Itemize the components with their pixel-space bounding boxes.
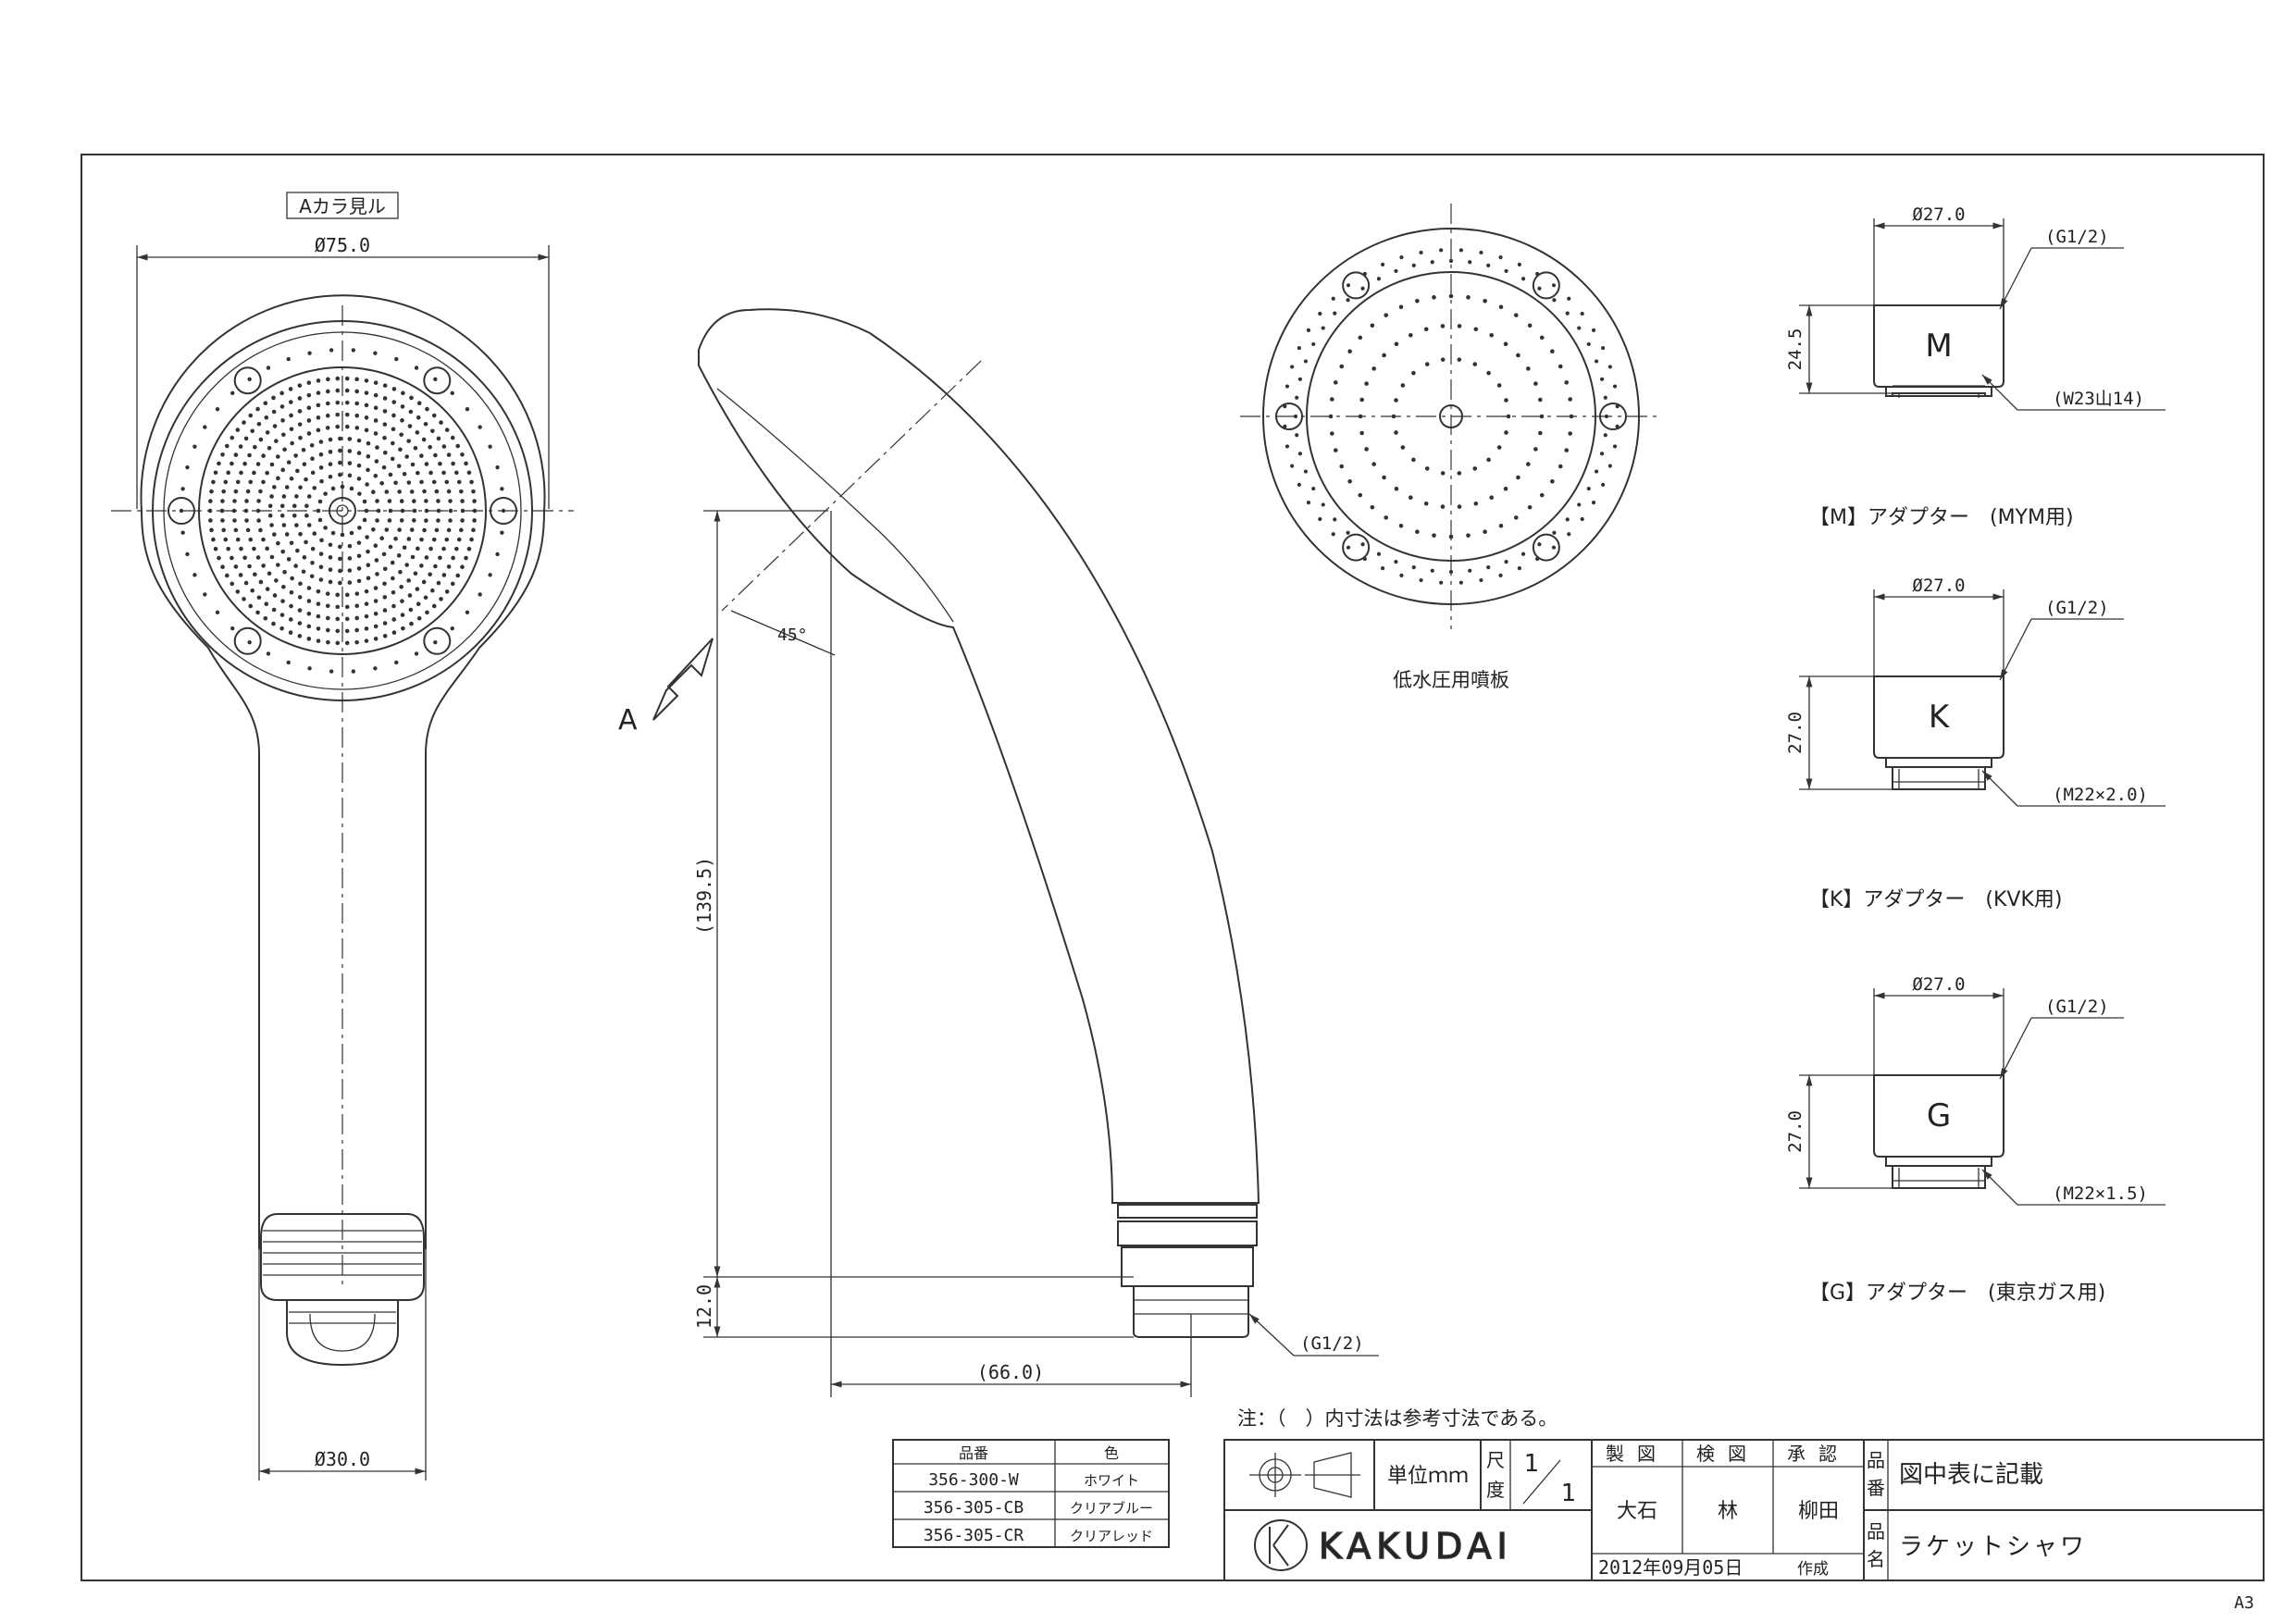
parts-table: 品番 色 356-300-W ホワイト 356-305-CB クリアブルー 35… xyxy=(892,1439,1170,1548)
company-logo: KAKUDAI xyxy=(1254,1519,1513,1571)
adapter-bottom-thread: (W23山14) xyxy=(2053,389,2144,409)
mounting-holes xyxy=(168,366,517,655)
adapter-dim-height: 24.5 xyxy=(1785,328,1806,371)
adapter-letter: G xyxy=(1927,1097,1951,1134)
adapter-m: Ø27.0 (G1/2) M 24.5 (W23山14) 【M】アダプター (MYM用) xyxy=(1785,204,2166,529)
approved-by: 柳田 xyxy=(1798,1500,1839,1523)
date: 2012年09月05日 xyxy=(1598,1556,1743,1579)
spray-nozzles xyxy=(179,348,506,674)
number-value: 図中表に記載 xyxy=(1899,1461,2043,1489)
plate-nozzles xyxy=(1283,248,1620,585)
name-value: ラケットシャワ xyxy=(1899,1533,2087,1561)
adapter-letter: K xyxy=(1929,699,1951,736)
adapter-dim-height: 27.0 xyxy=(1785,712,1806,754)
name-label: 品 xyxy=(1867,1520,1885,1542)
side-body-outline xyxy=(698,308,1260,1204)
adapter-top-thread: (G1/2) xyxy=(2045,598,2109,618)
view-label-box xyxy=(286,192,399,219)
dim-face-dia: Ø75.0 xyxy=(315,234,370,256)
adapter-letter: M xyxy=(1925,328,1952,365)
created-label: 作成 xyxy=(1797,1560,1829,1579)
thread-nipple xyxy=(286,1300,399,1367)
table-header-color: 色 xyxy=(1104,1444,1119,1462)
low-pressure-plate-view: 低水圧用噴板 xyxy=(1240,204,1662,691)
adapter-caption: 【G】アダプター (東京ガス用) xyxy=(1809,1282,2105,1305)
adapter-body xyxy=(1873,1074,2004,1158)
drawn-by: 大石 xyxy=(1617,1500,1657,1523)
dim-height: (139.5) xyxy=(693,857,715,935)
scale-label: 尺 xyxy=(1486,1449,1505,1471)
company-name: KAKUDAI xyxy=(1319,1526,1513,1567)
unit: 単位ｍｍ xyxy=(1387,1465,1469,1488)
dim-thread-height: 12.0 xyxy=(693,1284,715,1329)
dim-angle: 45° xyxy=(777,626,808,645)
adapter-thread xyxy=(1892,392,1986,396)
scale-numerator: 1 xyxy=(1524,1450,1540,1478)
approved-label: 承認 xyxy=(1787,1443,1850,1465)
side-view: 45° A (G1/2) (139.5) 12.0 (66.0) xyxy=(618,308,1379,1397)
table-header-part: 品番 xyxy=(959,1444,988,1462)
adapter-dim-dia: Ø27.0 xyxy=(1912,974,1965,995)
table-row: クリアレッド xyxy=(1070,1528,1153,1544)
dim-thread: (G1/2) xyxy=(1300,1333,1364,1354)
table-row: クリアブルー xyxy=(1070,1500,1153,1517)
adapter-top-thread: (G1/2) xyxy=(2045,227,2109,247)
adapter-bottom-thread: (M22×1.5) xyxy=(2053,1183,2148,1204)
drawn-label: 製図 xyxy=(1606,1443,1669,1465)
adapter-bottom-thread: (M22×2.0) xyxy=(2053,785,2148,805)
adapter-caption: 【M】アダプター (MYM用) xyxy=(1809,506,2074,529)
adapter-dim-height: 27.0 xyxy=(1785,1110,1806,1153)
collar-ring-2 xyxy=(1117,1220,1258,1246)
dim-offset: (66.0) xyxy=(977,1361,1044,1383)
paper-size: A3 xyxy=(2234,1593,2254,1613)
projection-symbol-icon xyxy=(1249,1452,1360,1498)
note: 注：（ ）内寸法は参考寸法である。 xyxy=(1237,1407,1558,1430)
scale-denominator: 1 xyxy=(1561,1480,1577,1507)
checked-by: 林 xyxy=(1718,1500,1738,1523)
table-row: 356-305-CR xyxy=(924,1526,1024,1545)
number-label: 品 xyxy=(1867,1449,1885,1471)
adapter-body xyxy=(1873,675,2004,759)
adapter-body xyxy=(1873,304,2004,388)
number-label: 番 xyxy=(1867,1477,1885,1499)
front-view: Aカラ見ル Ø75.0 Ø30.0 xyxy=(111,192,574,1481)
table-row: ホワイト xyxy=(1084,1472,1139,1489)
table-row: 356-305-CB xyxy=(924,1498,1024,1518)
adapter-dim-dia: Ø27.0 xyxy=(1912,576,1965,596)
collar-ring-1 xyxy=(1117,1204,1258,1219)
name-label: 名 xyxy=(1867,1548,1885,1570)
base-collar xyxy=(260,1213,425,1301)
shower-head-outline xyxy=(140,294,546,1249)
table-row: 356-300-W xyxy=(928,1470,1019,1490)
adapter-dim-dia: Ø27.0 xyxy=(1912,204,1965,225)
collar-ring-3 xyxy=(1121,1246,1254,1287)
adapter-caption: 【K】アダプター (KVK用) xyxy=(1809,888,2063,911)
adapter-k: Ø27.0 (G1/2) K 27.0 (M22×2.0) 【K】アダプター (KVK用) xyxy=(1785,576,2166,911)
checked-label: 検図 xyxy=(1696,1443,1759,1465)
adapter-top-thread: (G1/2) xyxy=(2045,997,2109,1017)
adapter-thread xyxy=(1892,1166,1986,1189)
arrow-label: A xyxy=(618,704,638,737)
view-arrow xyxy=(652,638,714,721)
title-block: 単位ｍｍ 尺 度 1 1 製図 検図 承認 大石 林 柳田 品 番 図中表に記載… xyxy=(1223,1439,2265,1581)
scale-label: 度 xyxy=(1486,1479,1505,1501)
adapter-g: Ø27.0 (G1/2) G 27.0 (M22×1.5) 【G】アダプター (東京ガス用… xyxy=(1785,974,2166,1305)
adapter-thread xyxy=(1892,767,1986,790)
sheet-border xyxy=(81,154,2265,1581)
view-label: Aカラ見ル xyxy=(299,195,386,217)
dim-base-dia: Ø30.0 xyxy=(315,1448,370,1470)
plate-caption: 低水圧用噴板 xyxy=(1393,669,1509,691)
